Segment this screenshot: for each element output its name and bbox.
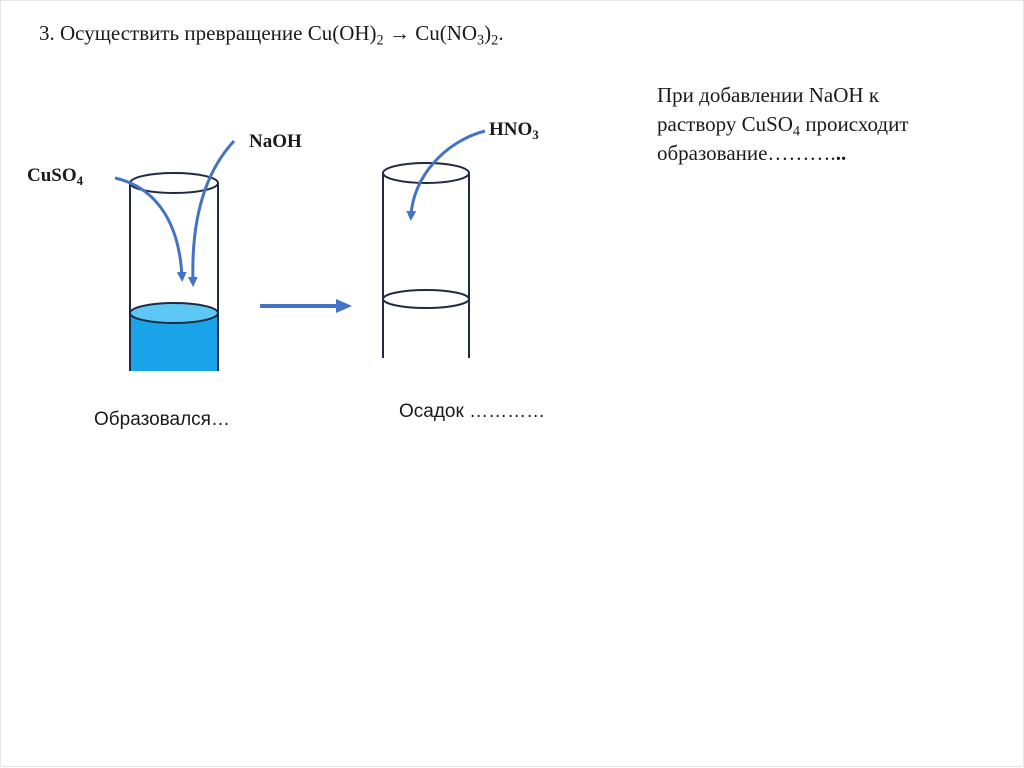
cuso4-label-sub: 4 [76, 173, 84, 189]
naoh-arrow [187, 139, 236, 287]
right-liquid-surface [382, 289, 470, 309]
note-line-2-pre: раствору CuSO [657, 112, 793, 136]
cuso4-label-main: CuSO [27, 165, 77, 186]
note-line-2: раствору CuSO4 происходит [657, 110, 987, 139]
note-line-1: При добавлении NaOH к [657, 83, 880, 107]
note-line-3-text: образование………. [657, 141, 836, 165]
note-line-2-post: происходит [800, 112, 909, 136]
task-arrow-text: → Cu(NO [383, 21, 478, 45]
cuso4-label: CuSO4 [27, 165, 83, 187]
task-sub-2: 3 [477, 32, 485, 49]
note-line-3-bold: .. [835, 141, 847, 165]
note-line-2-sub: 4 [792, 123, 801, 140]
hno3-label-main: HNO [489, 119, 533, 140]
task-sub-1: 2 [376, 32, 384, 49]
task-sub-3: 2 [491, 32, 499, 49]
left-caption: Образовался… [94, 409, 230, 430]
task-title: 3. Осуществить превращение Cu(OH)2 → Cu(… [39, 21, 504, 49]
note-text: При добавлении NaOH к раствору CuSO4 про… [657, 81, 987, 168]
right-beaker [382, 162, 470, 358]
right-caption: Осадок ………… [399, 401, 546, 422]
hno3-label: HNO3 [489, 119, 539, 141]
naoh-label: NaOH [249, 131, 302, 152]
hno3-label-sub: 3 [532, 127, 539, 143]
note-line-3: образование………... [657, 139, 987, 168]
task-mid: ) [484, 21, 492, 45]
left-liquid-surface [129, 302, 219, 324]
hno3-arrow [406, 129, 486, 221]
left-beaker [129, 172, 219, 371]
task-end: . [498, 21, 504, 45]
task-prefix: 3. Осуществить превращение Cu(OH) [39, 21, 377, 45]
cuso4-arrow [114, 176, 187, 282]
